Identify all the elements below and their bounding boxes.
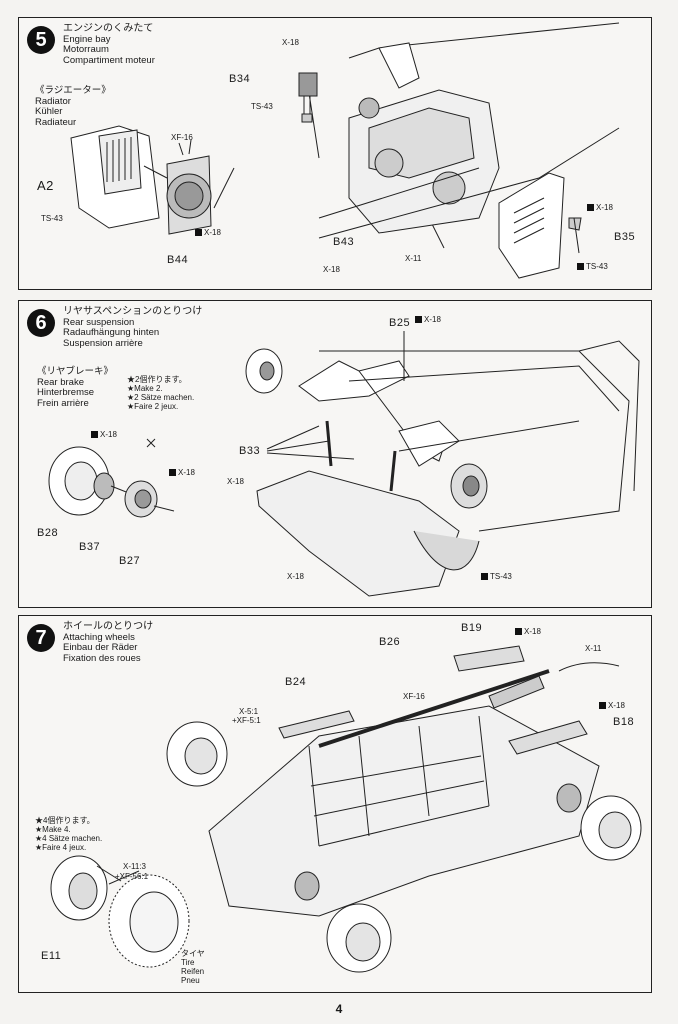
- title-en: Attaching wheels: [63, 631, 135, 643]
- sub-de: Kühler: [35, 106, 63, 117]
- note-jp: ★2個作ります。: [127, 375, 187, 384]
- label-b37: B37: [79, 541, 101, 553]
- label-b34: B34: [229, 73, 251, 85]
- title-de: Radaufhängung hinten: [63, 327, 160, 338]
- step-title: ホイールのとりつけ Attaching wheels Einbau der Rä…: [63, 621, 154, 664]
- label-b19: B19: [461, 622, 483, 634]
- radiator-subtitle: 《ラジエーター》 Radiator Kühler Radiateur: [35, 85, 111, 128]
- title-en: Engine bay: [63, 33, 111, 45]
- label-x18-top: X-18: [282, 38, 299, 47]
- label-mix-a2: +XF-5:1: [232, 716, 261, 725]
- note-fr: ★Faire 2 jeux.: [127, 402, 179, 411]
- title-fr: Compartiment moteur: [63, 54, 155, 66]
- tire-label: タイヤ Tire Reifen Pneu: [181, 949, 205, 985]
- label-e11: E11: [41, 950, 62, 962]
- rear-suspension-illustration: [48, 331, 640, 597]
- label-ts43-b: TS-43: [251, 102, 273, 111]
- step-title: エンジンのくみたて Engine bay Motorraum Compartim…: [63, 23, 155, 66]
- step-title: リヤサスペンションのとりつけ Rear suspension Radaufhän…: [63, 306, 203, 349]
- tire-fr: Pneu: [181, 976, 200, 985]
- label-x18-a: X-18: [91, 430, 117, 439]
- note-de: ★2 Sätze machen.: [127, 393, 195, 402]
- label-b35: B35: [614, 231, 636, 243]
- engine-bay-illustration: [70, 22, 620, 279]
- label-b44: B44: [167, 254, 189, 266]
- sub-fr: Frein arrière: [37, 397, 89, 409]
- note-fr: ★Faire 4 jeux.: [35, 843, 87, 852]
- label-x18-c: X-18: [587, 203, 613, 212]
- label-mix-b1: X-11:3: [123, 862, 146, 871]
- note-en: ★Make 2.: [127, 384, 163, 393]
- label-b33: B33: [239, 445, 261, 457]
- page-number: 4: [335, 1002, 343, 1016]
- label-x11: X-11: [585, 644, 602, 653]
- label-x18-b: X-18: [599, 701, 625, 710]
- label-xf16: XF-16: [171, 133, 193, 142]
- sub-de: Hinterbremse: [37, 387, 95, 398]
- sub-jp: 《リヤブレーキ》: [37, 366, 114, 377]
- sub-en: Radiator: [35, 95, 71, 107]
- sub-jp: 《ラジエーター》: [35, 85, 111, 96]
- title-jp: リヤサスペンションのとりつけ: [63, 306, 203, 317]
- label-x11: X-11: [405, 254, 422, 263]
- tire-en: Tire: [181, 958, 195, 967]
- sub-fr: Radiateur: [35, 116, 77, 128]
- label-mix-a1: X-5:1: [239, 707, 259, 716]
- step-number: 6: [27, 309, 55, 337]
- rear-brake-subtitle: 《リヤブレーキ》 Rear brake Hinterbremse Frein a…: [37, 366, 114, 409]
- label-b25: B25: [389, 317, 411, 329]
- step-6-panel: 6 リヤサスペンションのとりつけ Rear suspension Radaufh…: [18, 300, 652, 608]
- title-de: Einbau der Räder: [63, 642, 138, 653]
- tire-jp: タイヤ: [181, 949, 205, 958]
- label-x18-e: X-18: [287, 572, 304, 581]
- label-x18-c: X-18: [415, 315, 441, 324]
- make-4-note: ★4個作ります。 ★Make 4. ★4 Sätze machen. ★Fair…: [35, 816, 102, 852]
- note-en: ★Make 4.: [35, 825, 71, 834]
- label-b24: B24: [285, 676, 307, 688]
- label-b27: B27: [119, 555, 141, 567]
- label-mix-b2: +XF-56:1: [115, 872, 149, 881]
- step-5-panel: 5 エンジンのくみたて Engine bay Motorraum Compart…: [18, 17, 652, 290]
- note-de: ★4 Sätze machen.: [35, 834, 103, 843]
- note-jp: ★4個作ります。: [35, 816, 95, 825]
- label-a2: A2: [37, 178, 54, 193]
- label-x18-b: X-18: [169, 468, 195, 477]
- label-x18-b: X-18: [323, 265, 340, 274]
- label-xf16: XF-16: [403, 692, 425, 701]
- label-b18: B18: [613, 716, 635, 728]
- label-x18-a: X-18: [195, 228, 221, 237]
- label-ts43-a: TS-43: [41, 214, 63, 223]
- step-7-panel: 7 ホイールのとりつけ Attaching wheels Einbau der …: [18, 615, 652, 993]
- label-x18-a: X-18: [515, 627, 541, 636]
- title-en: Rear suspension: [63, 316, 135, 328]
- make-2-note: ★2個作ります。 ★Make 2. ★2 Sätze machen. ★Fair…: [127, 375, 194, 411]
- label-ts43-c: TS-43: [577, 262, 608, 271]
- title-jp: ホイールのとりつけ: [63, 621, 154, 632]
- title-jp: エンジンのくみたて: [63, 23, 154, 34]
- title-fr: Suspension arrière: [63, 337, 143, 349]
- label-b28: B28: [37, 527, 59, 539]
- label-ts43: TS-43: [481, 572, 512, 581]
- label-b26: B26: [379, 636, 401, 648]
- step-number: 5: [27, 26, 55, 54]
- label-b43: B43: [333, 236, 355, 248]
- title-de: Motorraum: [63, 44, 109, 55]
- step-number: 7: [27, 624, 55, 652]
- sub-en: Rear brake: [37, 376, 84, 388]
- tire-de: Reifen: [181, 967, 205, 976]
- wheels-illustration: [50, 645, 642, 973]
- label-x18-d: X-18: [227, 477, 244, 486]
- title-fr: Fixation des roues: [63, 652, 141, 664]
